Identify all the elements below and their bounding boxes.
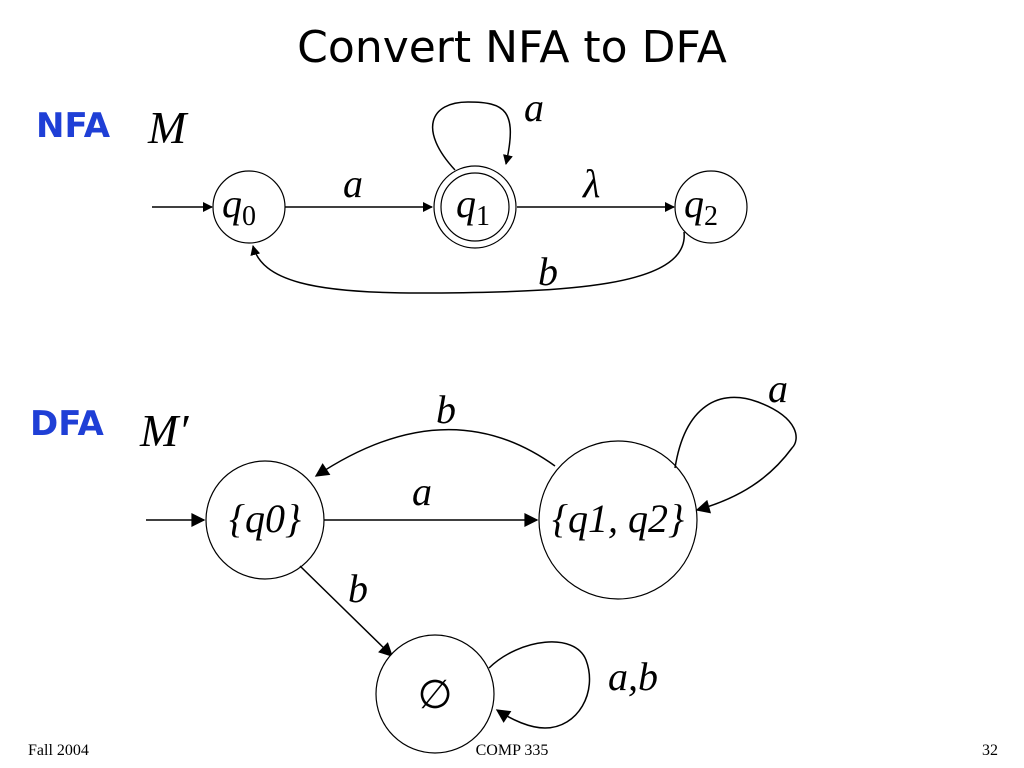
dfa-state-empty-label: ∅ — [418, 672, 453, 717]
nfa-edge-q2-q0-label: b — [538, 249, 558, 294]
dfa-edge-empty-self-label: a,b — [608, 654, 658, 699]
nfa-edge-q1-self-label: a — [524, 85, 544, 130]
slide-title: Convert NFA to DFA — [297, 22, 727, 73]
dfa-state-q0-set-label: {q0} — [229, 496, 301, 541]
nfa-state-q2-symbol: q — [684, 181, 704, 226]
dfa-edge-q0-empty — [299, 565, 394, 657]
dfa-edge-q0-q12-label: a — [412, 469, 432, 514]
svg-text:q0: q0 — [222, 181, 256, 232]
svg-text:M′: M′ — [139, 405, 189, 456]
svg-text:q1: q1 — [456, 181, 490, 232]
dfa-machine-name: M — [139, 405, 181, 456]
dfa-edge-q12-self-label: a — [768, 366, 788, 411]
nfa-state-q2: q2 — [674, 170, 748, 244]
nfa-state-q1-symbol: q — [456, 181, 476, 226]
nfa-state-q2-circle — [674, 170, 748, 244]
nfa-edge-q0-q1-label: a — [343, 161, 363, 206]
dfa-state-q1q2-set-circle — [538, 440, 698, 600]
nfa-section-label: NFA — [36, 106, 111, 146]
dfa-edge-q0-empty-label: b — [348, 566, 368, 611]
nfa-state-q0: q0 — [212, 170, 286, 244]
nfa-state-q1-inner-circle — [440, 172, 510, 242]
nfa-state-q0-subscript: 0 — [242, 201, 256, 232]
footer-course: COMP 335 — [475, 742, 549, 759]
nfa-state-q0-symbol: q — [222, 181, 242, 226]
dfa-state-empty: ∅ — [375, 634, 495, 754]
nfa-edge-q1-self-loop — [431, 101, 513, 171]
nfa-state-q1: q1 — [433, 165, 517, 249]
footer-page-number: 32 — [982, 742, 998, 759]
svg-text:q2: q2 — [684, 181, 718, 232]
nfa-state-q1-outer-circle — [433, 165, 517, 249]
nfa-state-q1-subscript: 1 — [476, 201, 490, 232]
dfa-edge-q12-q0 — [314, 428, 556, 477]
dfa-state-q1q2-set-label: {q1, q2} — [552, 496, 684, 541]
nfa-edge-q1-q2-label: λ — [582, 161, 600, 206]
dfa-edge-q12-q0-label: b — [436, 387, 456, 432]
nfa-edge-q2-q0 — [250, 231, 685, 294]
dfa-edge-q12-self-loop — [674, 396, 797, 514]
dfa-section-label: DFA — [30, 404, 104, 444]
dfa-machine-prime: ′ — [178, 405, 189, 456]
footer-date: Fall 2004 — [28, 742, 89, 759]
dfa-state-q1q2-set: {q1, q2} — [538, 440, 698, 600]
nfa-machine-name: M — [147, 102, 189, 153]
dfa-state-q0-set: {q0} — [205, 460, 325, 580]
nfa-state-q2-subscript: 2 — [704, 201, 718, 232]
dfa-edge-empty-self-loop — [488, 641, 591, 729]
dfa-state-empty-circle — [375, 634, 495, 754]
